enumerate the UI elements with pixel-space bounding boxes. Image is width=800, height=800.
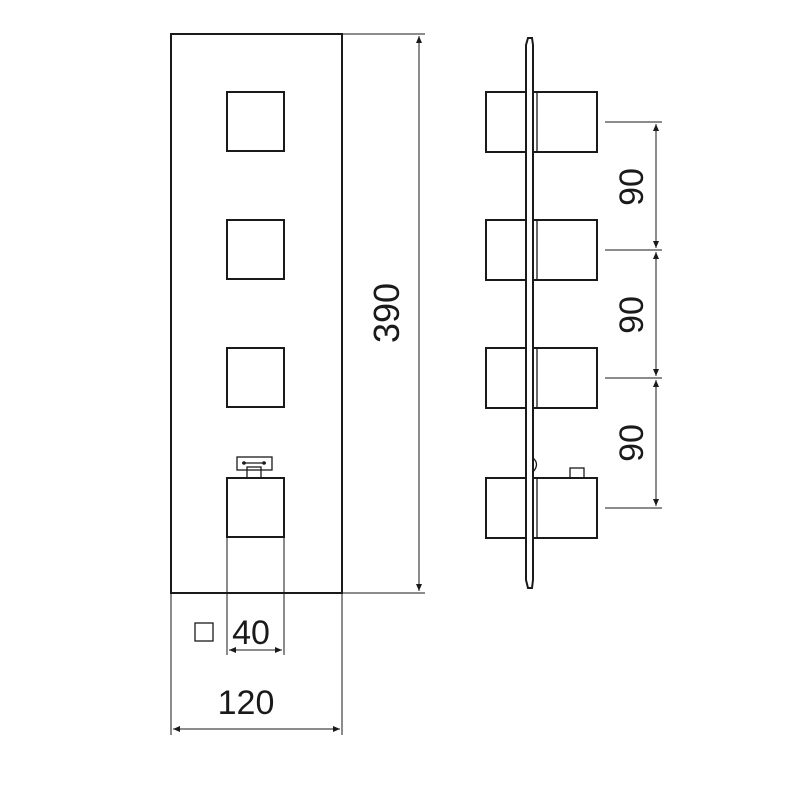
spacing-dimension-label-1: 90 [613, 168, 651, 206]
front-view: 390 40 120 [170, 33, 425, 735]
front-knob-4 [226, 477, 285, 538]
front-knob-3 [226, 347, 285, 408]
spacing-dimensions: 90 90 90 [605, 121, 662, 509]
height-dimension-label: 390 [366, 283, 407, 343]
spacing-dimension-label-3: 90 [613, 424, 651, 462]
width-dimension: 120 [170, 593, 343, 735]
front-plate [170, 33, 343, 594]
selector-detail [236, 456, 273, 479]
side-knob-1 [485, 91, 598, 153]
knob-size-dimension-label: 40 [232, 614, 270, 652]
front-knob-1 [226, 91, 285, 152]
side-knob-3 [485, 347, 598, 409]
front-knob-2 [226, 219, 285, 280]
square-symbol-icon [194, 622, 214, 642]
side-knob-2 [485, 219, 598, 281]
side-knob-4 [485, 457, 598, 539]
side-view: 90 90 90 [485, 37, 662, 589]
spacing-dimension-label-2: 90 [613, 296, 651, 334]
side-plate [525, 37, 534, 589]
knob-size-dimension: 40 [194, 537, 285, 655]
width-dimension-label: 120 [218, 684, 275, 722]
height-dimension: 390 [342, 33, 425, 594]
